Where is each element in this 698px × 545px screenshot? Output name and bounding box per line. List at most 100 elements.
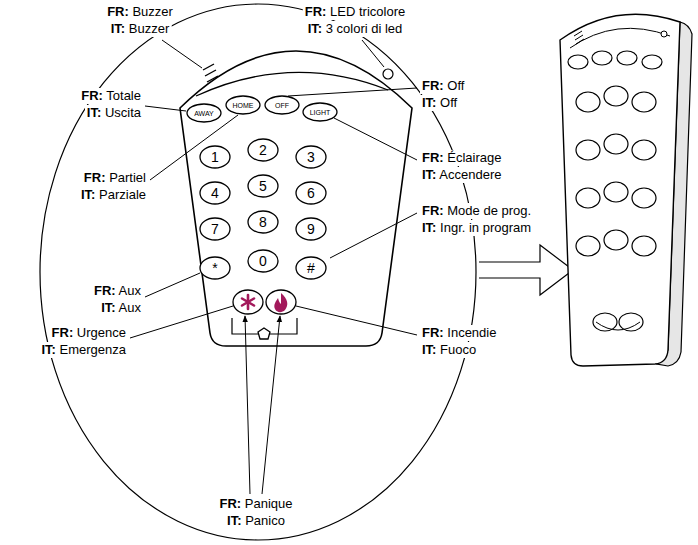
callout-label: FR: Mode de prog.	[420, 203, 533, 219]
remote-key	[632, 140, 656, 160]
button-label: 2	[259, 143, 267, 157]
button-oval	[226, 96, 260, 114]
remote-key	[632, 188, 656, 208]
callout-label: IT: Fuoco	[420, 342, 478, 358]
remote-key	[576, 188, 600, 208]
callout-label: IT: Accendere	[420, 167, 504, 183]
button-oval	[248, 175, 278, 197]
callout-label: FR: Éclairage	[420, 150, 503, 166]
callout-label: IT: Off	[420, 95, 459, 111]
remote-key	[632, 92, 656, 112]
button-label: 1	[211, 150, 219, 164]
button-label: 3	[307, 150, 315, 164]
keypad-button: LIGHT	[302, 102, 338, 122]
button-oval	[200, 146, 230, 168]
button-oval	[200, 182, 230, 204]
button-label: 8	[259, 215, 267, 229]
keypad-button: #	[295, 256, 327, 280]
buzzer-grill	[203, 64, 218, 82]
button-label: 7	[211, 222, 219, 236]
leader-lines	[130, 40, 417, 494]
keypad-button: AWAY	[186, 103, 222, 123]
remote-key	[642, 55, 662, 69]
fire-symbol	[274, 293, 287, 312]
button-oval	[248, 211, 278, 233]
keypad-button: 4	[199, 181, 231, 205]
panic-button	[233, 290, 263, 314]
callout-label: FR: LED tricolore	[303, 4, 407, 20]
button-label: OFF	[275, 102, 289, 109]
remote-key	[576, 236, 600, 256]
button-label: LIGHT	[310, 109, 331, 116]
remote-key	[604, 86, 628, 106]
pointer-arrow	[479, 245, 573, 295]
remote-key	[604, 230, 628, 250]
remote-led	[661, 31, 667, 37]
button-oval	[187, 104, 221, 122]
remote-key	[576, 140, 600, 160]
keypad-button: *	[199, 256, 231, 280]
keypad-button: 2	[247, 138, 279, 162]
callout-label: FR: Incendie	[420, 325, 498, 341]
shield-symbol	[258, 328, 270, 339]
remote-keys	[568, 51, 662, 256]
button-label: 0	[259, 254, 267, 268]
callout-label: IT: Emergenza	[39, 342, 128, 358]
keypad-button: 5	[247, 174, 279, 198]
callout-label: FR: Aux	[92, 283, 143, 299]
keypad-button: 6	[295, 181, 327, 205]
button-oval	[248, 250, 278, 272]
button-oval	[265, 96, 299, 114]
callout-label: IT: Aux	[99, 300, 143, 316]
keypad-button: 9	[295, 217, 327, 241]
keypad-button: 1	[199, 145, 231, 169]
button-oval	[296, 182, 326, 204]
button-label: 6	[307, 186, 315, 200]
callout-label: IT: Panico	[225, 513, 287, 529]
remote-panic-guard	[596, 322, 640, 330]
speaker-arc	[196, 72, 388, 96]
callout-label: IT: Ingr. in program	[420, 220, 533, 236]
remote-body	[560, 14, 680, 366]
callout-label: FR: Panique	[218, 496, 295, 512]
button-label: HOME	[233, 102, 254, 109]
button-label: 5	[259, 179, 267, 193]
callout-label: FR: Off	[420, 78, 466, 94]
callout-label: IT: 3 colori di led	[306, 21, 405, 37]
button-label: 4	[211, 186, 219, 200]
callout-label: FR: Buzzer	[105, 4, 175, 20]
remote-key	[604, 182, 628, 202]
remote-key	[617, 51, 637, 65]
remote-key	[632, 236, 656, 256]
magnifier-outline	[40, 4, 476, 540]
remote-speaker-arc	[570, 28, 670, 48]
button-oval	[200, 257, 230, 279]
button-oval	[296, 218, 326, 240]
callout-label: FR: Totale	[79, 88, 143, 104]
button-label: #	[307, 261, 315, 275]
keypad-button: HOME	[225, 95, 261, 115]
remote-key	[604, 134, 628, 154]
callout-label: IT: Uscita	[85, 105, 143, 121]
button-oval	[200, 218, 230, 240]
remote-grill	[574, 31, 584, 44]
button-label: *	[212, 261, 217, 275]
button-oval	[296, 146, 326, 168]
button-oval	[303, 103, 337, 121]
keypad-button: OFF	[264, 95, 300, 115]
remote-key	[576, 92, 600, 112]
emergency-symbol	[242, 295, 254, 309]
keypad-button: 3	[295, 145, 327, 169]
keypad-button: 8	[247, 210, 279, 234]
callout-label: FR: Urgence	[50, 325, 128, 341]
callout-label: IT: Parziale	[79, 187, 148, 203]
callout-label: IT: Buzzer	[109, 21, 172, 37]
remote-key	[592, 51, 612, 65]
button-oval	[248, 139, 278, 161]
button-label: AWAY	[194, 110, 214, 117]
panic-button	[266, 290, 296, 314]
callout-label: FR: Partiel	[82, 170, 148, 186]
remote-key	[568, 55, 588, 69]
